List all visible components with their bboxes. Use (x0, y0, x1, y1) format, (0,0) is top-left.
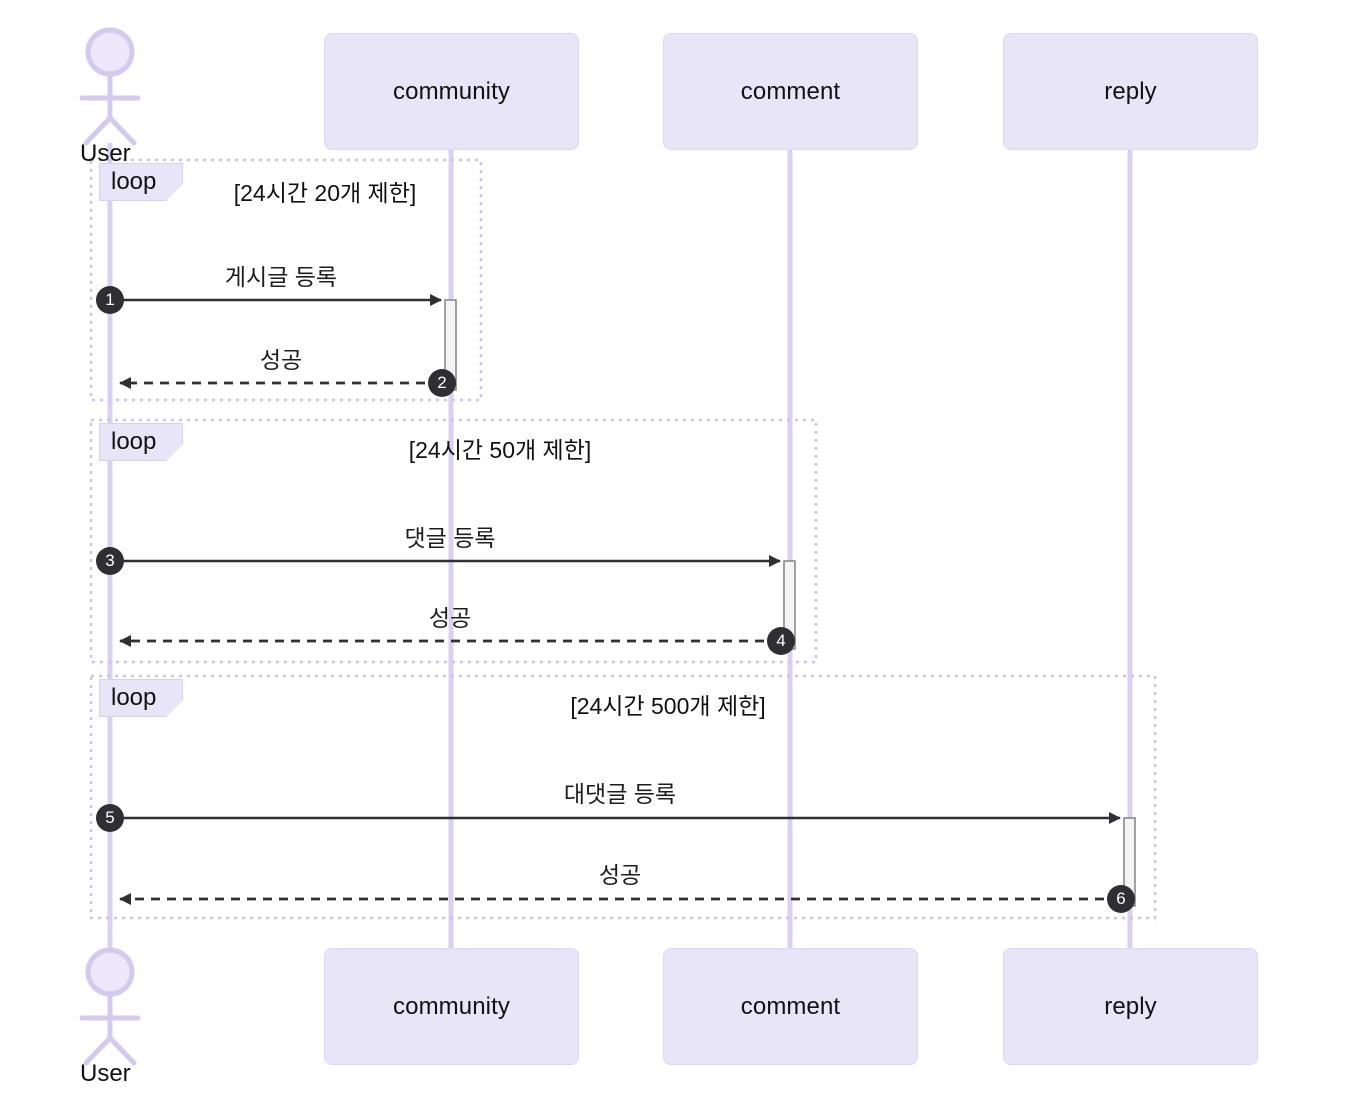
participant-box-comment-bottom[interactable]: comment (663, 948, 918, 1065)
sequence-number: 2 (437, 373, 447, 392)
actor-figure-user-bottom (79, 947, 141, 1066)
sequence-badge-4: 4 (767, 627, 795, 655)
fragment-tab-loop-3[interactable]: loop (99, 679, 183, 717)
sequence-number: 6 (1116, 889, 1126, 908)
fragment-operator-label: loop (111, 684, 157, 711)
participant-box-comment-top[interactable]: comment (663, 33, 918, 150)
participant-label: comment (740, 77, 841, 105)
participant-box-reply-top[interactable]: reply (1003, 33, 1258, 150)
fragment-condition-loop-1: [24시간 20개 제한] (233, 180, 417, 206)
message-label-5: 대댓글 등록 (563, 781, 677, 807)
fragment-operator-label: loop (111, 428, 157, 455)
actor-figure-user-top (79, 27, 141, 146)
message-label-4: 성공 (428, 605, 472, 631)
fragment-condition-loop-2: [24시간 50개 제한] (408, 437, 592, 463)
sequence-badge-5: 5 (96, 804, 124, 832)
message-label-1: 게시글 등록 (224, 264, 338, 290)
message-label-2: 성공 (259, 347, 303, 373)
sequence-number: 1 (105, 290, 115, 309)
sequence-badge-3: 3 (96, 547, 124, 575)
participant-box-reply-bottom[interactable]: reply (1003, 948, 1258, 1065)
fragment-condition-loop-3: [24시간 500개 제한] (570, 693, 766, 719)
participant-label: comment (740, 992, 841, 1020)
activation-bars (444, 299, 1136, 907)
participant-box-community-top[interactable]: community (324, 33, 579, 150)
sequence-number: 3 (105, 551, 115, 570)
actor-label-user-top: User (80, 140, 131, 167)
sequence-badge-1: 1 (96, 286, 124, 314)
participant-label: community (393, 77, 510, 105)
sequence-number: 5 (105, 808, 115, 827)
fragment-operator-label: loop (111, 168, 157, 195)
actor-head-icon (85, 947, 135, 997)
participant-label: reply (1104, 77, 1157, 105)
sequence-badge-6: 6 (1107, 885, 1135, 913)
participant-label: reply (1104, 992, 1157, 1020)
sequence-badge-2: 2 (428, 369, 456, 397)
message-arrows (110, 294, 1121, 905)
message-label-3: 댓글 등록 (404, 525, 496, 551)
actor-label-user-bottom: User (80, 1060, 131, 1087)
participant-box-community-bottom[interactable]: community (324, 948, 579, 1065)
fragment-tab-loop-1[interactable]: loop (99, 163, 183, 201)
sequence-number: 4 (776, 631, 786, 650)
message-label-6: 성공 (598, 862, 642, 888)
participant-label: community (393, 992, 510, 1020)
fragment-tab-loop-2[interactable]: loop (99, 423, 183, 461)
actor-head-icon (85, 27, 135, 77)
